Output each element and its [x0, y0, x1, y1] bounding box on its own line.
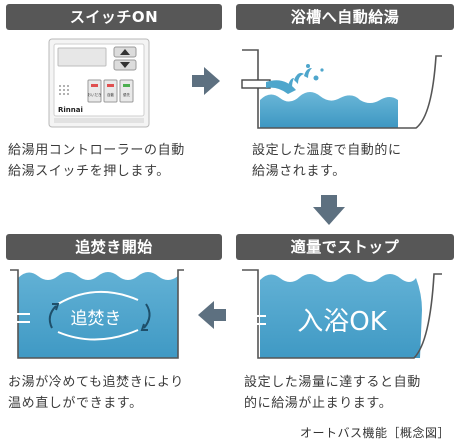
priority-button: 優先: [119, 79, 134, 103]
step2-header: 浴槽へ自動給湯: [236, 4, 454, 30]
step3-header: 適量でストップ: [236, 234, 454, 260]
tub-full-illustration: 入浴OK: [242, 269, 442, 359]
step1-header: スイッチON: [6, 4, 222, 30]
tub-outline: [242, 49, 442, 129]
step2-description: 設定した温度で自動的に 給湯されます。: [252, 140, 402, 182]
arrow-down-icon: [313, 195, 345, 225]
step4-desc-line1: お湯が冷めても追焚きにより: [8, 375, 184, 390]
auto-button-label: 自動: [107, 92, 114, 97]
tub-reheat-illustration: 追焚き: [10, 269, 184, 359]
speaker-grille: [59, 85, 69, 95]
step3-desc-line2: 的に給湯が止まります。: [244, 396, 393, 411]
oidaki-button: おいだき: [87, 79, 102, 103]
step2-desc-line1: 設定した温度で自動的に: [252, 143, 402, 158]
brand-logo: Rinnai: [58, 106, 83, 114]
step4-description: お湯が冷めても追焚きにより 温め直しができます。: [8, 372, 184, 414]
step3-description: 設定した湯量に達すると自動 的に給湯が止まります。: [244, 372, 421, 414]
step1-desc-line1: 給湯用コントローラーの自動: [8, 143, 185, 158]
reheat-label: 追焚き: [71, 309, 122, 329]
bath-ok-label: 入浴OK: [297, 307, 387, 337]
tub-outline: [242, 269, 442, 359]
temp-down-button: [113, 59, 137, 71]
water-fill: [260, 274, 422, 358]
oidaki-button-label: おいだき: [88, 92, 102, 97]
tub-filling-illustration: [241, 49, 442, 129]
temp-up-button: [113, 46, 137, 58]
step4-desc-line2: 温め直しができます。: [8, 396, 143, 411]
step2-desc-line2: 給湯されます。: [252, 164, 346, 179]
step4-header: 追焚き開始: [6, 234, 222, 260]
circulation-arrow-icon: [48, 291, 151, 341]
arrow-right-icon: [192, 67, 220, 95]
step3-desc-line1: 設定した湯量に達すると自動: [244, 375, 421, 390]
figure-caption: オートバス機能［概念図］: [299, 426, 450, 440]
step1-desc-line2: 給湯スイッチを押します。: [8, 164, 170, 179]
tub-outline: [10, 269, 184, 359]
step1-description: 給湯用コントローラーの自動 給湯スイッチを押します。: [8, 140, 185, 182]
controller-illustration: おいだき 自動 優先 Rinnai: [48, 38, 150, 128]
arrow-left-icon: [198, 301, 226, 329]
water-fill: [260, 92, 398, 128]
auto-button: 自動: [103, 79, 118, 103]
priority-button-label: 優先: [123, 92, 130, 97]
water-fill: [18, 272, 178, 358]
